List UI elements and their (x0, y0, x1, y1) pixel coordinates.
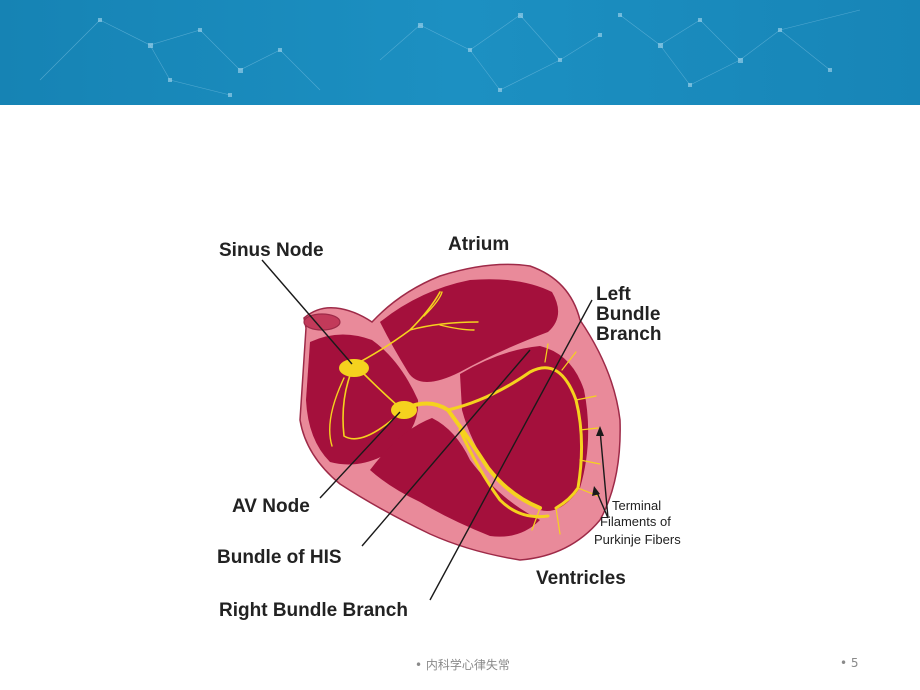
label-terminal-1: Terminal (612, 498, 661, 513)
label-atrium: Atrium (448, 234, 509, 255)
header-banner (0, 0, 920, 105)
right-atrium-chamber (306, 334, 419, 465)
label-left-bundle-1: Left (596, 284, 632, 305)
label-bundle-of-his: Bundle of HIS (217, 547, 342, 568)
av-node (391, 401, 417, 419)
arrow-head (596, 426, 604, 436)
left-ventricle-chamber (460, 346, 589, 512)
sinus-node (339, 359, 369, 377)
arrow-head (592, 486, 600, 496)
footer-page-number: • 5 (840, 656, 859, 670)
left-atrium-chamber (380, 279, 559, 382)
label-av-node: AV Node (232, 496, 310, 517)
label-sinus-node: Sinus Node (219, 240, 324, 261)
label-ventricles: Ventricles (536, 568, 626, 589)
label-terminal-3: Purkinje Fibers (594, 532, 681, 547)
right-ventricle-chamber (370, 418, 540, 537)
label-left-bundle-2: Bundle (596, 304, 660, 325)
network-pattern-decoration (39, 9, 861, 97)
conduction-system (329, 291, 601, 535)
label-terminal-2: Filaments of (600, 514, 671, 529)
pointer-lines (261, 259, 609, 601)
label-right-bundle-branch: Right Bundle Branch (219, 600, 408, 621)
label-left-bundle-3: Branch (596, 324, 661, 345)
footer-course-title: • 内科学心律失常 (415, 658, 510, 672)
vessel-opening (303, 313, 341, 331)
